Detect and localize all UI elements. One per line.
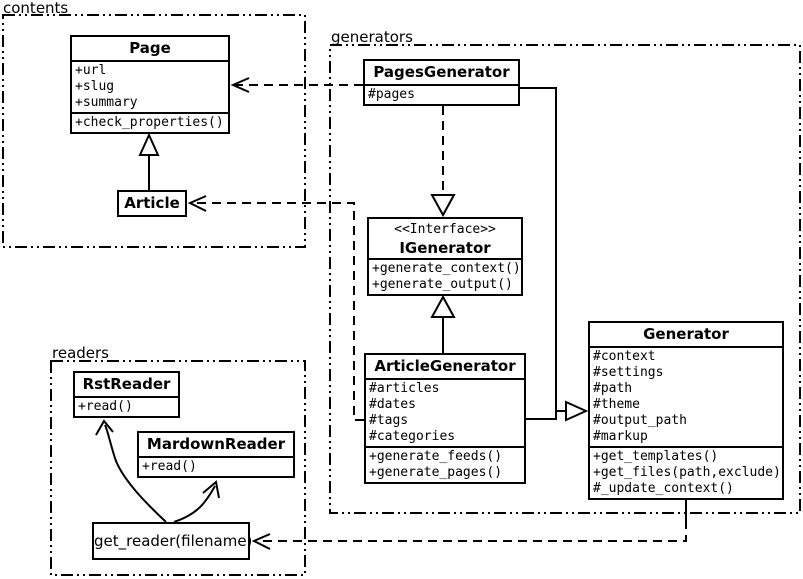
- member-line: #pages: [368, 87, 415, 102]
- class-name: Article: [124, 194, 180, 212]
- methods-compartment: +get_templates()+get_files(path,exclude)…: [590, 446, 782, 498]
- open-arrowhead: [230, 77, 250, 93]
- member-line: #tags: [369, 413, 409, 428]
- member-line: #output_path: [593, 413, 687, 428]
- methods-compartment: +read(): [139, 456, 293, 476]
- class-pagesgenerator: PagesGenerator #pages: [363, 59, 520, 106]
- hollow-triangle-arrowhead: [430, 294, 456, 318]
- attributes-compartment: #context#settings#path#theme#output_path…: [590, 346, 782, 446]
- member-line: #context: [593, 349, 656, 364]
- package-label-contents: contents: [3, 0, 69, 17]
- package-border-readers: [50, 360, 306, 576]
- member-line: +url: [75, 63, 107, 78]
- member-line: +read(): [142, 459, 197, 474]
- member-line: +get_templates(): [593, 449, 719, 464]
- member-line: #theme: [593, 397, 640, 412]
- member-line: +get_files(path,exclude): [593, 465, 781, 480]
- attributes-compartment: #pages: [365, 84, 518, 104]
- member-line: +summary: [75, 95, 138, 110]
- open-arrowhead: [187, 195, 207, 212]
- member-line: #dates: [369, 397, 416, 412]
- hollow-triangle-arrowhead: [138, 132, 160, 156]
- class-name: Page: [129, 39, 171, 57]
- member-line: +read(): [78, 399, 133, 414]
- edge-getreader-to-mardownreader-arrow: [173, 480, 220, 523]
- package-border-generators: [329, 44, 801, 514]
- class-article: Article: [117, 190, 187, 217]
- methods-compartment: +read(): [75, 396, 178, 416]
- member-line: #categories: [369, 429, 456, 444]
- stereotype-label: <<Interface>>: [394, 222, 496, 237]
- class-rstreader: RstReader +read(): [73, 371, 180, 418]
- member-line: +check_properties(): [75, 115, 224, 130]
- member-line: +generate_output(): [372, 277, 513, 292]
- interface-title: <<Interface>> IGenerator: [369, 219, 521, 258]
- open-arrowhead: [95, 419, 114, 436]
- edge-articlegenerator-to-igenerator-generalization: [430, 294, 456, 353]
- class-name: RstReader: [82, 375, 171, 393]
- function-get-reader: get_reader(filename): [92, 522, 253, 560]
- attributes-compartment: #articles#dates#tags#categories: [366, 378, 524, 446]
- member-line: #markup: [593, 429, 648, 444]
- edge-generators-to-generator-generalization: [520, 87, 589, 422]
- methods-compartment: +check_properties(): [72, 112, 228, 132]
- hollow-triangle-arrowhead: [565, 400, 589, 422]
- member-line: +generate_feeds(): [369, 449, 503, 464]
- interface-igenerator: <<Interface>> IGenerator +generate_conte…: [367, 217, 523, 296]
- class-name: ArticleGenerator: [374, 357, 516, 375]
- class-name: PagesGenerator: [373, 63, 510, 81]
- member-line: #settings: [593, 365, 664, 380]
- function-label: get_reader(filename): [94, 532, 253, 550]
- attributes-compartment: +url+slug+summary: [72, 60, 228, 112]
- member-line: +slug: [75, 79, 115, 94]
- edge-generator-to-getreader-dependency: [251, 500, 687, 550]
- member-line: #articles: [369, 381, 440, 396]
- member-line: #path: [593, 381, 633, 396]
- class-generator: Generator #context#settings#path#theme#o…: [588, 321, 784, 500]
- methods-compartment: +generate_context()+generate_output(): [369, 258, 521, 294]
- open-arrowhead: [202, 480, 220, 499]
- package-border-contents: [2, 14, 306, 248]
- class-name: MardownReader: [146, 435, 286, 453]
- class-articlegenerator: ArticleGenerator #articles#dates#tags#ca…: [364, 353, 526, 484]
- edge-articlegenerator-to-article-dependency: [187, 195, 364, 421]
- hollow-triangle-arrowhead: [430, 194, 456, 218]
- package-label-generators: generators: [331, 28, 413, 46]
- member-line: +generate_context(): [372, 261, 521, 276]
- class-name: IGenerator: [399, 239, 491, 257]
- edge-pagesgenerator-to-page-dependency: [230, 77, 363, 93]
- member-line: +generate_pages(): [369, 465, 503, 480]
- methods-compartment: +generate_feeds()+generate_pages(): [366, 446, 524, 482]
- class-name: Generator: [643, 325, 729, 343]
- class-mardownreader: MardownReader +read(): [137, 431, 295, 478]
- edge-getreader-to-rstreader-arrow: [95, 419, 167, 523]
- edge-pagesgenerator-to-igenerator-realization: [430, 106, 456, 218]
- package-label-readers: readers: [52, 344, 109, 362]
- class-page: Page +url+slug+summary +check_properties…: [70, 35, 230, 134]
- edge-article-to-page-generalization: [138, 132, 160, 190]
- member-line: #_update_context(): [593, 481, 734, 496]
- open-arrowhead: [251, 533, 271, 550]
